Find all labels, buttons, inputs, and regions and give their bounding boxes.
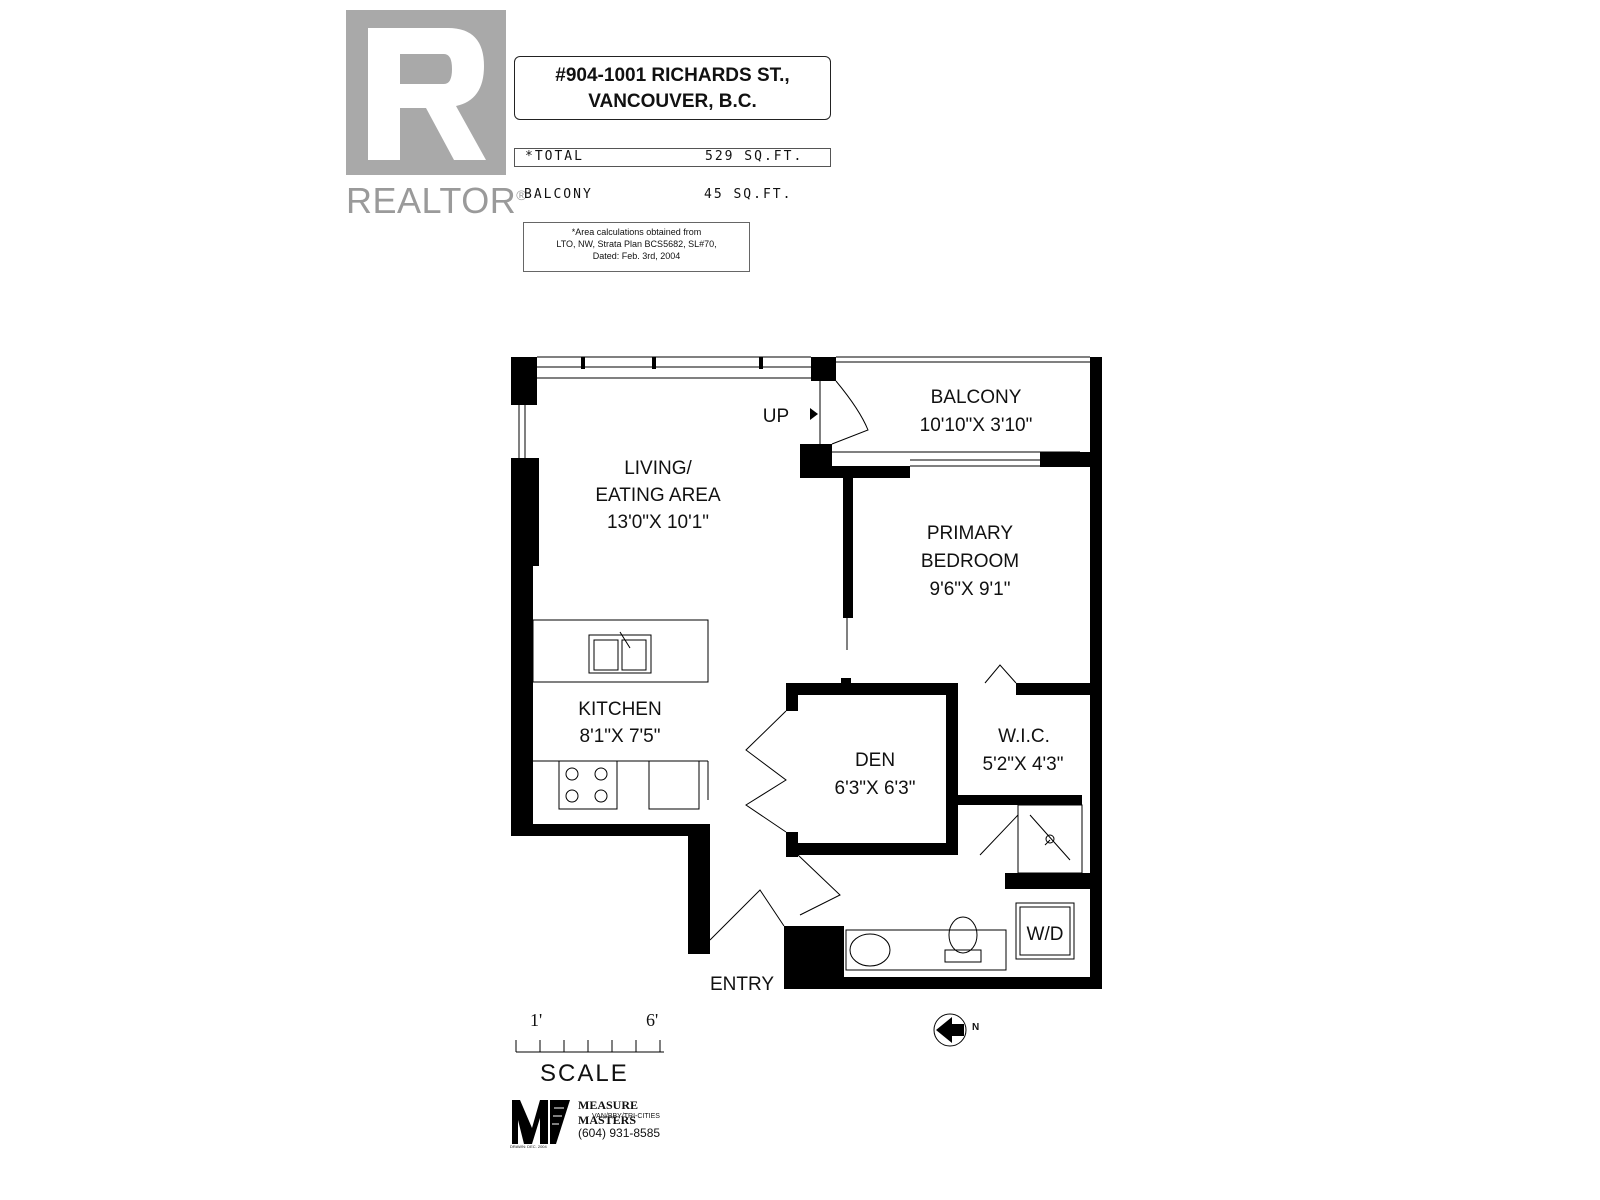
wall-wic-top bbox=[1016, 683, 1096, 695]
address-line-2: VANCOUVER, B.C. bbox=[588, 91, 757, 112]
room-wic-dim: 5'2"X 4'3" bbox=[982, 754, 1064, 775]
stairs-up-label: UP bbox=[762, 406, 790, 427]
wall-wic-bottom bbox=[956, 795, 1082, 805]
north-arrow-icon bbox=[933, 1013, 967, 1047]
address-box: #904-1001 RICHARDS ST., VANCOUVER, B.C. bbox=[514, 56, 831, 120]
window-post bbox=[652, 357, 656, 369]
window-post bbox=[759, 357, 763, 369]
wall-den-bottom bbox=[786, 843, 956, 855]
address-line-1: #904-1001 RICHARDS ST., bbox=[555, 65, 790, 86]
balcony-area-label: BALCONY bbox=[524, 187, 593, 202]
room-den-dim: 6'3"X 6'3" bbox=[834, 778, 916, 799]
realtor-wordmark: REALTOR® bbox=[346, 180, 528, 221]
wall-bottom bbox=[784, 977, 1102, 989]
entry-label: ENTRY bbox=[709, 974, 775, 995]
wall-laundry-top bbox=[1005, 873, 1097, 889]
wall-bedroom-left bbox=[843, 478, 853, 618]
realtor-logo: REALTOR® bbox=[346, 10, 527, 221]
wall-den-right bbox=[946, 683, 958, 855]
total-area-row: *TOTAL 529 SQ.FT. bbox=[514, 148, 831, 167]
room-wic-name: W.I.C. bbox=[998, 726, 1050, 747]
room-living-name-1: LIVING/ bbox=[624, 458, 692, 479]
window-post bbox=[581, 357, 585, 369]
drawn-date: DRAWN: DEC. 2004 bbox=[510, 1144, 547, 1149]
room-balcony-dim: 10'10"X 3'10" bbox=[919, 415, 1033, 436]
room-bedroom-dim: 9'6"X 9'1" bbox=[929, 579, 1011, 600]
wall-joint bbox=[1080, 452, 1102, 467]
room-kitchen-name: KITCHEN bbox=[578, 699, 662, 720]
total-area-label: *TOTAL bbox=[525, 149, 584, 164]
wall-corner-top-left bbox=[511, 357, 537, 405]
scale-word: SCALE bbox=[540, 1060, 629, 1087]
room-living-name-2: EATING AREA bbox=[595, 485, 721, 506]
wall-kitchen-bottom bbox=[511, 824, 709, 836]
company-phone: (604) 931-8585 bbox=[578, 1126, 661, 1140]
north-arrow: N bbox=[932, 1012, 992, 1048]
company-areas: VAN/BBY/TRI-CITIES bbox=[592, 1113, 660, 1120]
area-note: *Area calculations obtained from LTO, NW… bbox=[523, 222, 750, 272]
room-bedroom-name-2: BEDROOM bbox=[920, 551, 1020, 572]
note-line-3: Dated: Feb. 3rd, 2004 bbox=[592, 251, 681, 261]
wall-bedroom-top bbox=[800, 466, 910, 478]
note-line-2: LTO, NW, Strata Plan BCS5682, SL#70, bbox=[556, 239, 717, 249]
scale-right-label: 6' bbox=[646, 1010, 659, 1030]
wall-entry-left bbox=[688, 824, 710, 954]
company-name: MEASURE MASTERS bbox=[578, 1098, 639, 1127]
stair-arrow-icon bbox=[810, 408, 818, 420]
room-den-name: DEN bbox=[854, 750, 896, 771]
company-block: MEASURE MASTERS VAN/BBY/TRI-CITIES (604)… bbox=[510, 1098, 690, 1150]
wall-right bbox=[1090, 357, 1102, 989]
balcony-area-row: BALCONY 45 SQ.FT. bbox=[514, 187, 831, 206]
scale-bar: 1' 6' SCALE bbox=[510, 1010, 670, 1100]
wall-left-lower bbox=[511, 566, 533, 831]
washer-dryer-label: W/D bbox=[1026, 924, 1064, 945]
room-living-dim: 13'0"X 10'1" bbox=[606, 512, 710, 533]
realtor-r-logo bbox=[346, 10, 506, 175]
north-label: N bbox=[972, 1022, 980, 1033]
room-balcony-name: BALCONY bbox=[930, 387, 1022, 408]
wall-left-upper bbox=[511, 458, 539, 566]
wall-stub bbox=[841, 678, 851, 686]
wall-pier-top-right bbox=[811, 357, 836, 381]
scale-ticks bbox=[515, 1040, 664, 1053]
wall-den-left-top bbox=[786, 683, 798, 711]
room-bedroom-name-1: PRIMARY bbox=[926, 523, 1014, 544]
scale-left-label: 1' bbox=[530, 1010, 543, 1030]
room-kitchen-dim: 8'1"X 7'5" bbox=[579, 726, 661, 747]
measure-masters-logo bbox=[512, 1100, 570, 1144]
wall-den-top bbox=[786, 683, 956, 695]
total-area-value: 529 SQ.FT. bbox=[705, 149, 804, 164]
note-line-1: *Area calculations obtained from bbox=[571, 227, 702, 237]
balcony-area-value: 45 SQ.FT. bbox=[704, 187, 793, 202]
